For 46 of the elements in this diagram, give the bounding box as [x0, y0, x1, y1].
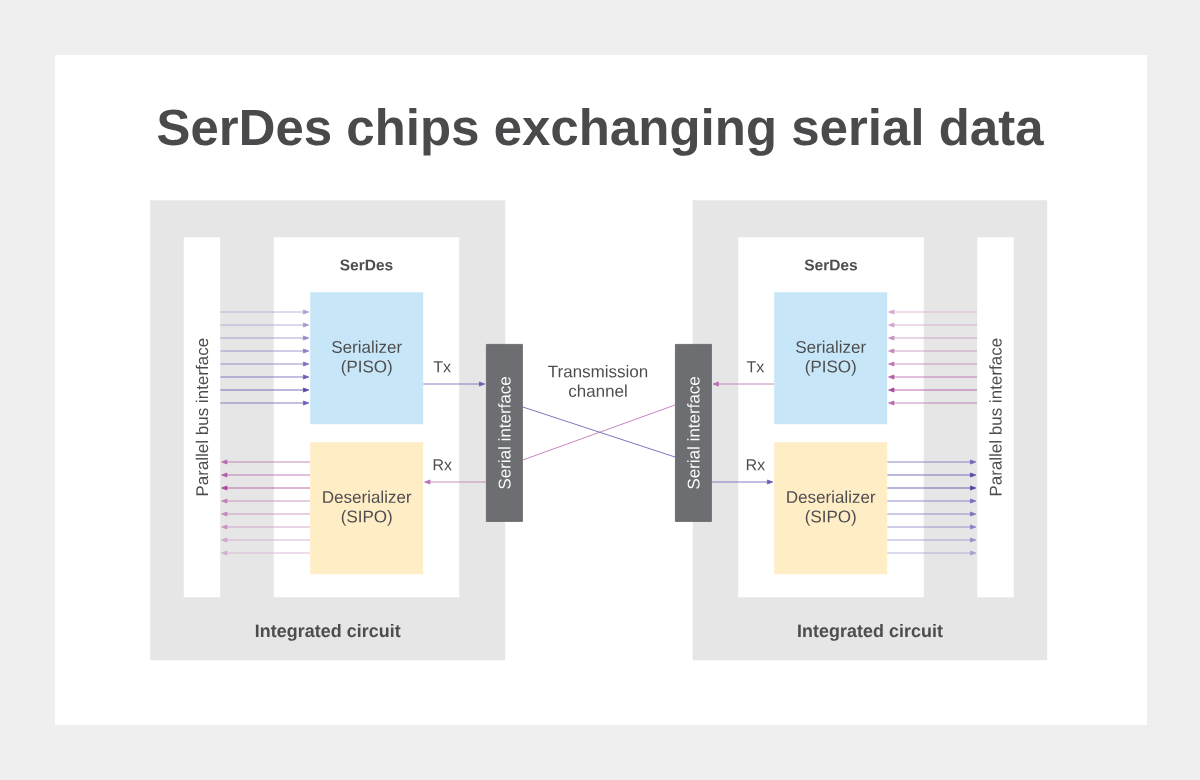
process-box: Serializer (PISO) — [774, 292, 888, 425]
arrow — [220, 361, 310, 367]
arrow — [221, 485, 311, 491]
interface-bar: Serial interface — [486, 344, 523, 522]
arrow — [221, 459, 311, 465]
process-box: Deserializer (SIPO) — [774, 442, 888, 575]
arrow — [887, 485, 977, 491]
arrow — [221, 498, 311, 504]
arrow — [887, 459, 977, 465]
arrow — [221, 550, 311, 556]
arrow — [888, 400, 978, 406]
arrow — [712, 381, 775, 387]
arrow — [221, 511, 311, 517]
arrow — [220, 400, 310, 406]
arrow — [888, 361, 978, 367]
arrow — [887, 550, 977, 556]
arrow — [887, 498, 977, 504]
arrow — [711, 479, 774, 485]
interface-strip: Parallel bus interface — [183, 237, 221, 598]
arrow — [424, 479, 487, 485]
arrow — [888, 335, 978, 341]
arrow — [887, 472, 977, 478]
process-box: Serializer (PISO) — [310, 292, 424, 425]
interface-bar: Serial interface — [675, 344, 712, 522]
arrow — [888, 309, 978, 315]
arrow — [221, 524, 311, 530]
arrow — [220, 322, 310, 328]
arrow — [220, 387, 310, 393]
arrow — [423, 381, 486, 387]
arrow — [888, 322, 978, 328]
arrow — [220, 348, 310, 354]
arrow — [220, 374, 310, 380]
text-label: Transmission channel — [548, 365, 648, 397]
arrow — [220, 309, 310, 315]
arrow — [888, 374, 978, 380]
arrow — [887, 524, 977, 530]
arrow — [887, 511, 977, 517]
title: SerDes chips exchanging serial data — [157, 108, 1044, 156]
arrow — [220, 335, 310, 341]
arrow — [888, 348, 978, 354]
process-box: Deserializer (SIPO) — [310, 442, 424, 575]
arrow — [888, 387, 978, 393]
arrow — [221, 472, 311, 478]
arrow — [887, 537, 977, 543]
arrow — [221, 537, 311, 543]
interface-strip: Parallel bus interface — [977, 237, 1014, 598]
